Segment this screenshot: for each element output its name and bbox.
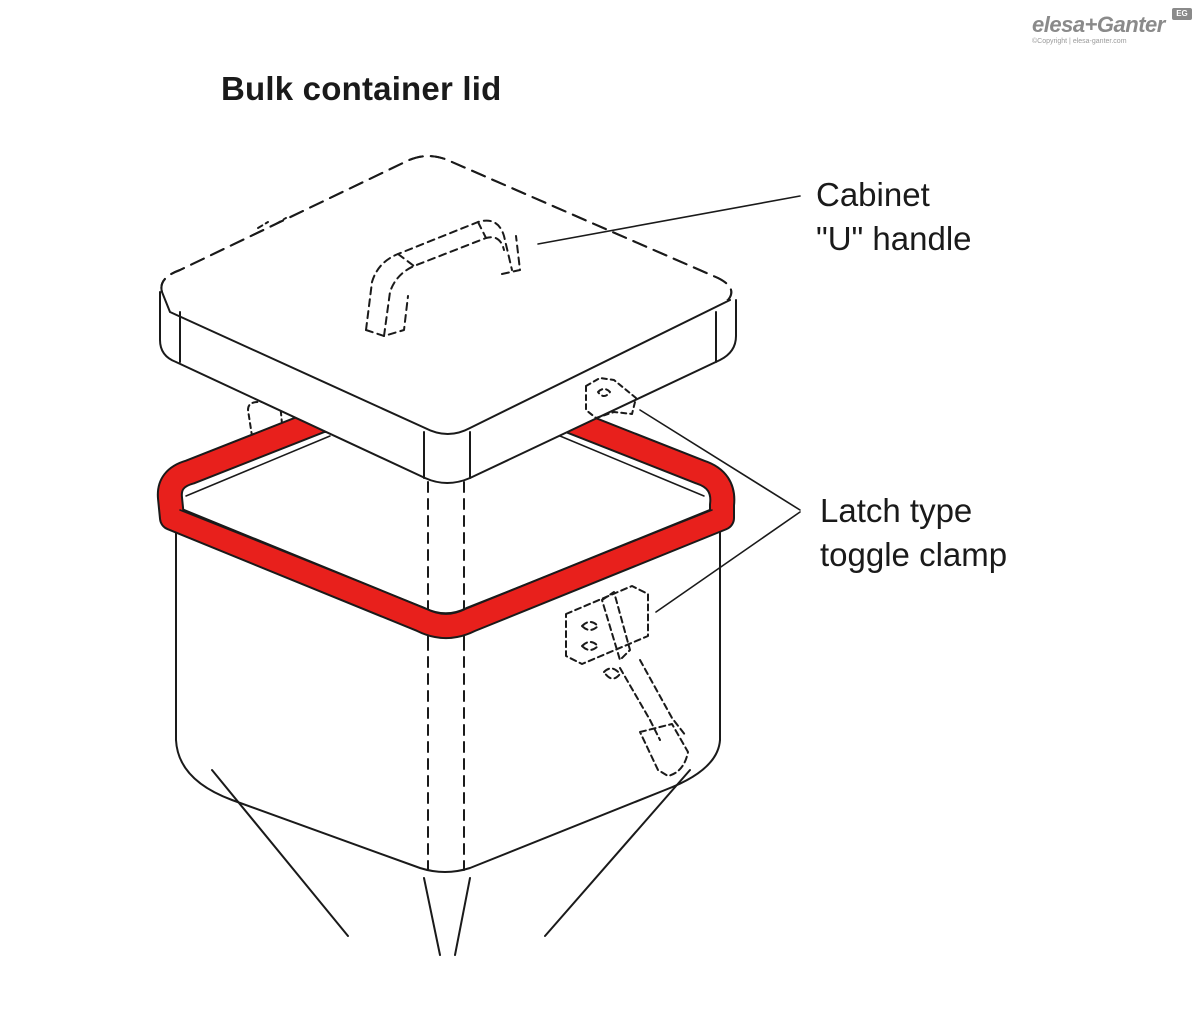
diagram-title: Bulk container lid	[221, 70, 502, 107]
leader-lines	[537, 195, 801, 613]
label-clamp-line-2: toggle clamp	[820, 536, 1008, 573]
lid	[159, 155, 737, 484]
brand-copyright: ©Copyright | elesa-ganter.com	[1032, 38, 1127, 45]
latch-toggle-clamp	[565, 585, 689, 777]
hidden-edges	[427, 481, 465, 641]
brand-name: elesa+Ganter	[1032, 12, 1165, 37]
brand-logo: elesa+Ganter EG ©Copyright | elesa-gante…	[1032, 8, 1192, 48]
leader-clamp-top	[639, 409, 801, 511]
leader-handle	[537, 195, 801, 245]
gasket-seal	[156, 407, 736, 639]
label-handle-line-2: "U" handle	[816, 220, 972, 257]
label-cabinet-u-handle: Cabinet "U" handle	[816, 173, 972, 261]
label-clamp-line-1: Latch type	[820, 492, 973, 529]
brand-badge: EG	[1172, 8, 1192, 20]
cabinet-u-handle	[365, 219, 521, 337]
label-latch-toggle-clamp: Latch type toggle clamp	[820, 489, 1007, 577]
leader-clamp-bottom	[655, 511, 801, 613]
container-body	[175, 519, 721, 956]
clamp-catch	[585, 377, 637, 419]
label-handle-line-1: Cabinet	[816, 176, 930, 213]
